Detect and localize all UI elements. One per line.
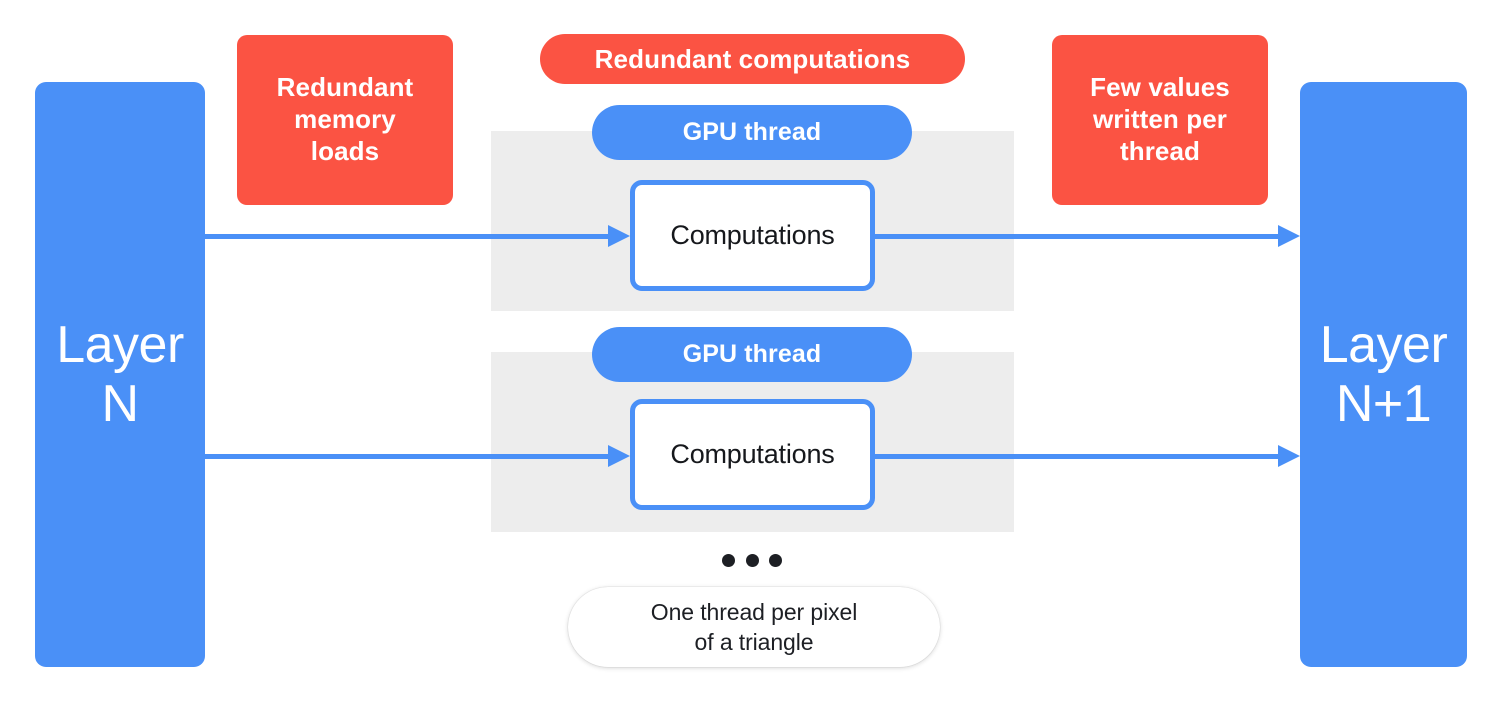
arrow-line-layer-n-to-thread-1 bbox=[205, 234, 610, 239]
ellipsis-dot-1 bbox=[722, 553, 735, 567]
layer-n-block: Layer N bbox=[35, 82, 205, 667]
computations-box-2: Computations bbox=[630, 399, 875, 510]
ellipsis-dot-3 bbox=[769, 553, 782, 567]
arrow-line-layer-n-to-thread-2 bbox=[205, 454, 610, 459]
callout-redundant-computations: Redundant computations bbox=[540, 34, 965, 84]
caption-one-thread-per-pixel: One thread per pixel of a triangle bbox=[568, 587, 940, 667]
arrow-head-icon-into-layer-n1-row2 bbox=[1278, 445, 1300, 467]
arrow-line-thread-2-to-layer-n1 bbox=[875, 454, 1278, 459]
callout-redundant-memory-loads: Redundant memory loads bbox=[237, 35, 453, 205]
gpu-thread-pill-1: GPU thread bbox=[592, 105, 912, 160]
arrow-line-thread-1-to-layer-n1 bbox=[875, 234, 1278, 239]
callout-few-values-written-per-thread: Few values written per thread bbox=[1052, 35, 1268, 205]
ellipsis-dot-2 bbox=[745, 553, 759, 567]
gpu-thread-pill-2: GPU thread bbox=[592, 327, 912, 382]
ellipsis-more-threads-icon bbox=[722, 552, 782, 568]
arrow-head-icon-into-thread-2 bbox=[608, 445, 630, 467]
computations-box-1: Computations bbox=[630, 180, 875, 291]
arrow-head-icon-into-layer-n1-row1 bbox=[1278, 225, 1300, 247]
arrow-head-icon-into-thread-1 bbox=[608, 225, 630, 247]
layer-n-plus-1-block: Layer N+1 bbox=[1300, 82, 1467, 667]
